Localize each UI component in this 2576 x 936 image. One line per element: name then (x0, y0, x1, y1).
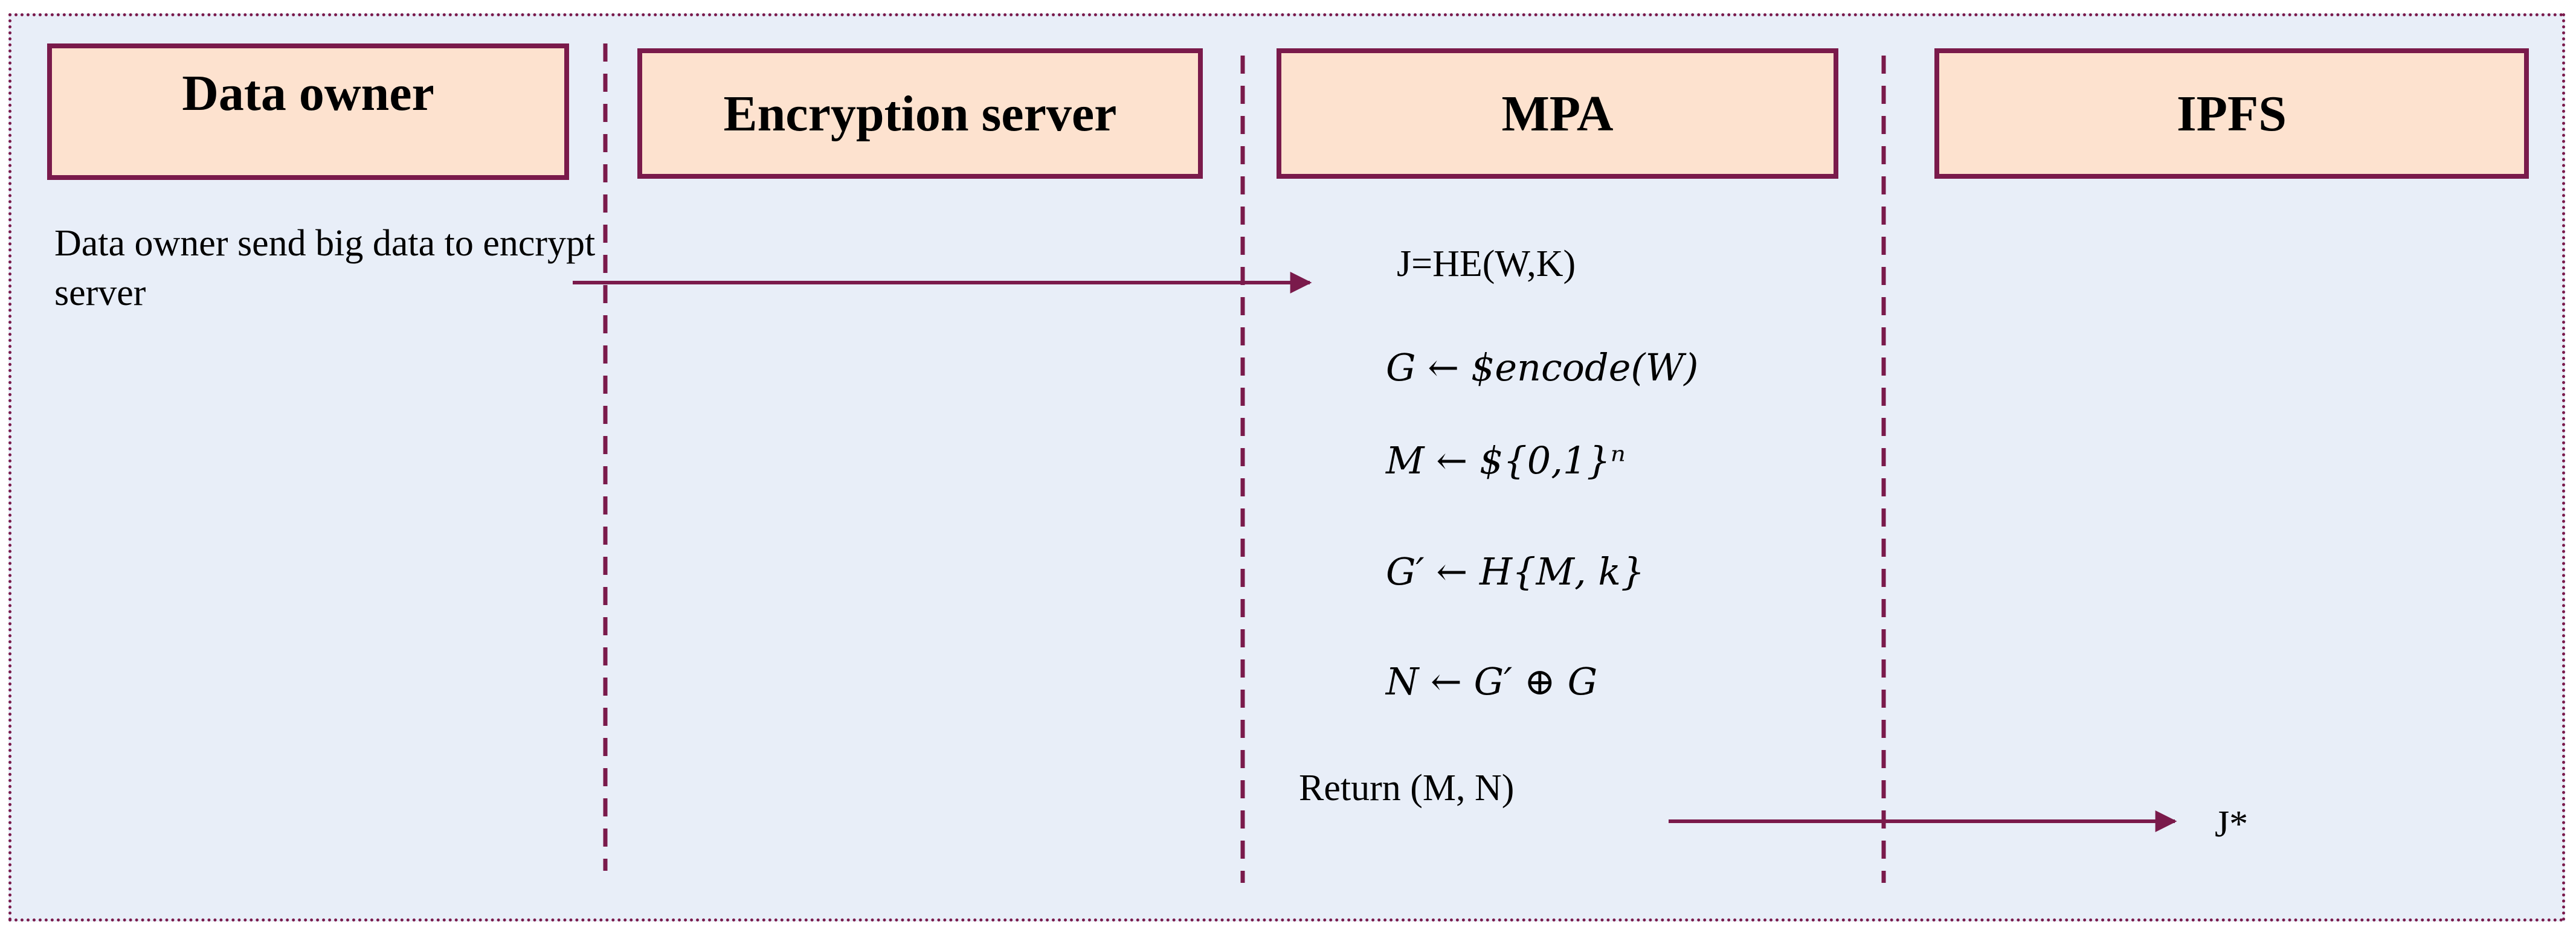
ipfs-output: J* (2215, 804, 2249, 845)
lane-header-encryption-server: Encryption server (637, 48, 1203, 179)
mpa-step-encrypt: J=HE(W,K) (1397, 243, 1576, 284)
mpa-return: Return (M, N) (1299, 768, 1515, 809)
lane-header-mpa: MPA (1277, 48, 1838, 179)
lane-header-data-owner: Data owner (47, 43, 569, 180)
mpa-step-encode: G ← $encode(W) (1386, 345, 1699, 389)
mpa-step-xor: N ← G′ ⊕ G (1386, 659, 1598, 704)
mpa-step-random: M ← ${0,1}ⁿ (1386, 438, 1626, 482)
mpa-step-hash: G′ ← H{M, k} (1386, 550, 1645, 594)
lane-header-ipfs: IPFS (1934, 48, 2529, 179)
owner-action-text: Data owner send big data to encrypt serv… (54, 223, 596, 313)
